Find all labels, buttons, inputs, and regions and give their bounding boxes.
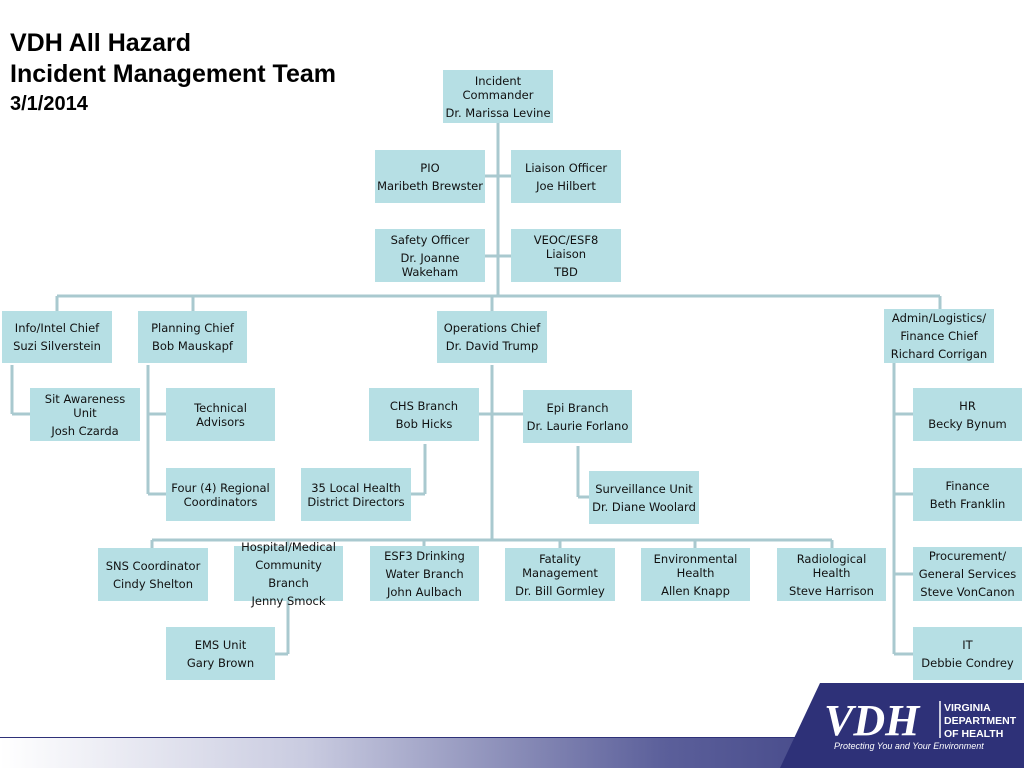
vdh-logo: VDH VIRGINIA DEPARTMENT OF HEALTH Protec… <box>780 683 1024 768</box>
sit-awareness-unit-box: Sit Awareness Unit Josh Czarda <box>30 388 140 441</box>
logo-org-line-1: VIRGINIA <box>944 702 991 714</box>
liaison-officer-box: Liaison Officer Joe Hilbert <box>511 150 621 203</box>
incident-commander-box: Incident Commander Dr. Marissa Levine <box>443 70 553 123</box>
role-label: EMS Unit <box>194 637 247 652</box>
person-name: Debbie Condrey <box>921 655 1014 670</box>
person-name: Dr. David Trump <box>445 339 539 353</box>
logo-org-line-2: DEPARTMENT <box>944 715 1017 727</box>
person-name: Cindy Shelton <box>113 576 193 591</box>
role-label: PIO <box>420 160 440 175</box>
logo-letters: VDH <box>824 696 921 745</box>
technical-advisors-box: Technical Advisors <box>166 388 275 441</box>
environmental-health-box: Environmental Health Allen Knapp <box>641 548 750 601</box>
ems-unit-box: EMS Unit Gary Brown <box>166 627 275 680</box>
person-name: Becky Bynum <box>928 416 1007 431</box>
chs-branch-box: CHS Branch Bob Hicks <box>369 388 479 441</box>
role-label: Four (4) Regional Coordinators <box>171 480 270 509</box>
title-line-2: Incident Management Team <box>10 60 336 88</box>
title-date: 3/1/2014 <box>10 93 88 115</box>
role-label: Fatality Management <box>522 551 598 580</box>
person-name: John Aulbach <box>387 584 462 599</box>
admin-logistics-finance-chief-box: Admin/Logistics/ Finance Chief Richard C… <box>884 309 994 363</box>
person-name: Richard Corrigan <box>890 347 988 361</box>
slide-title: VDH All Hazard Incident Management Team … <box>10 28 336 118</box>
fatality-management-box: Fatality Management Dr. Bill Gormley <box>505 548 615 601</box>
hospital-medical-branch-box: Hospital/Medical Community Branch Jenny … <box>234 540 343 608</box>
role-label: ESF3 Drinking Water Branch <box>384 548 465 581</box>
role-label: Liaison Officer <box>524 160 608 175</box>
title-line-1: VDH All Hazard <box>10 29 192 57</box>
person-name: Steve Harrison <box>789 583 874 598</box>
person-name: Allen Knapp <box>661 583 730 598</box>
person-name: Dr. Marissa Levine <box>445 105 551 120</box>
role-label: Radiological Health <box>796 551 867 580</box>
procurement-box: Procurement/ General Services Steve VonC… <box>913 547 1022 601</box>
role-label: Environmental Health <box>653 551 738 580</box>
person-name: Dr. Joanne Wakeham <box>400 250 460 279</box>
role-label: VEOC/ESF8 Liaison <box>533 232 599 261</box>
regional-coordinators-box: Four (4) Regional Coordinators <box>166 468 275 521</box>
person-name: Josh Czarda <box>51 423 119 438</box>
radiological-health-box: Radiological Health Steve Harrison <box>777 548 886 601</box>
role-label: Admin/Logistics/ Finance Chief <box>891 311 987 343</box>
person-name: Beth Franklin <box>929 496 1006 511</box>
role-label: CHS Branch <box>389 398 459 413</box>
role-label: HR <box>959 398 976 413</box>
operations-chief-box: Operations Chief Dr. David Trump <box>437 311 547 363</box>
person-name: Joe Hilbert <box>536 178 596 193</box>
person-name: Jenny Smock <box>251 593 326 608</box>
epi-branch-box: Epi Branch Dr. Laurie Forlano <box>523 390 632 443</box>
person-name: Bob Hicks <box>395 416 453 431</box>
role-label: Operations Chief <box>443 321 541 335</box>
role-label: Technical Advisors <box>194 400 247 429</box>
planning-chief-box: Planning Chief Bob Mauskapf <box>138 311 247 363</box>
role-label: Procurement/ General Services <box>918 549 1017 581</box>
role-label: Surveillance Unit <box>595 481 693 496</box>
role-label: Planning Chief <box>151 321 234 335</box>
role-label: SNS Coordinator <box>105 558 201 573</box>
hr-box: HR Becky Bynum <box>913 388 1022 441</box>
role-label: Incident Commander <box>462 73 534 102</box>
logo-org-line-3: OF HEALTH <box>944 728 1003 740</box>
person-name: Dr. Laurie Forlano <box>526 418 629 433</box>
person-name: Bob Mauskapf <box>152 339 233 353</box>
sns-coordinator-box: SNS Coordinator Cindy Shelton <box>98 548 208 601</box>
role-label: Epi Branch <box>546 400 609 415</box>
surveillance-unit-box: Surveillance Unit Dr. Diane Woolard <box>589 471 699 524</box>
finance-box: Finance Beth Franklin <box>913 468 1022 521</box>
esf3-drinking-water-branch-box: ESF3 Drinking Water Branch John Aulbach <box>370 546 479 601</box>
person-name: Steve VonCanon <box>920 585 1015 599</box>
person-name: Maribeth Brewster <box>377 178 483 193</box>
role-label: Hospital/Medical Community Branch <box>241 539 336 590</box>
person-name: TBD <box>554 264 578 279</box>
person-name: Gary Brown <box>186 655 255 670</box>
veoc-liaison-box: VEOC/ESF8 Liaison TBD <box>511 229 621 282</box>
logo-tagline: Protecting You and Your Environment <box>834 741 984 751</box>
role-label: Safety Officer <box>390 232 470 247</box>
role-label: 35 Local Health District Directors <box>307 480 405 509</box>
person-name: Dr. Bill Gormley <box>515 583 605 598</box>
person-name: Dr. Diane Woolard <box>592 499 696 514</box>
local-health-directors-box: 35 Local Health District Directors <box>301 468 411 521</box>
pio-box: PIO Maribeth Brewster <box>375 150 485 203</box>
it-box: IT Debbie Condrey <box>913 627 1022 680</box>
info-intel-chief-box: Info/Intel Chief Suzi Silverstein <box>2 311 112 363</box>
role-label: Info/Intel Chief <box>14 321 100 335</box>
role-label: Sit Awareness Unit <box>44 391 126 420</box>
safety-officer-box: Safety Officer Dr. Joanne Wakeham <box>375 229 485 282</box>
role-label: IT <box>962 637 973 652</box>
role-label: Finance <box>945 478 990 493</box>
person-name: Suzi Silverstein <box>13 339 101 353</box>
